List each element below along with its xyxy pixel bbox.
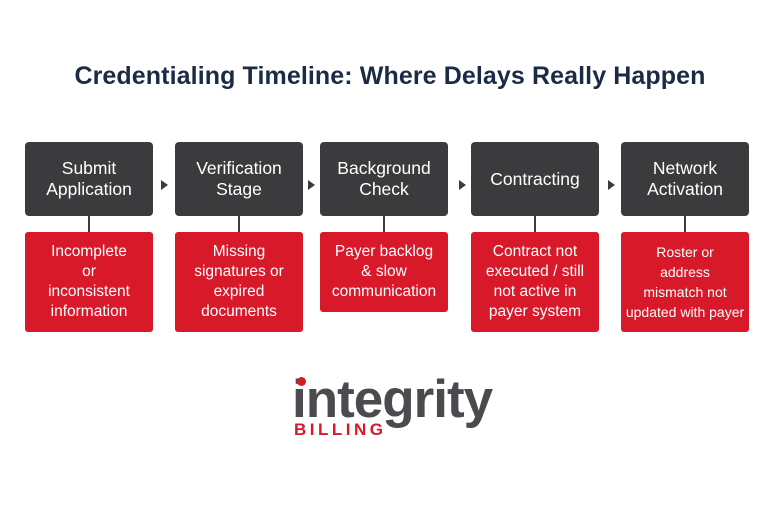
arrow-right-icon (161, 180, 168, 190)
delay-submit-application: Incomplete or inconsistent information (25, 232, 153, 332)
stage-connector (238, 216, 240, 232)
stage-verification: Verification Stage (175, 142, 303, 216)
delay-contracting: Contract not executed / still not active… (471, 232, 599, 332)
diagram-title: Credentialing Timeline: Where Delays Rea… (74, 62, 706, 90)
delay-verification: Missing signatures or expired documents (175, 232, 303, 332)
arrow-right-icon (308, 180, 315, 190)
stage-background-check: Background Check (320, 142, 448, 216)
stage-connector (383, 216, 385, 232)
stage-connector (684, 216, 686, 232)
logo-wordmark: integrity (292, 370, 493, 429)
logo-dot-icon (297, 377, 306, 386)
stage-contracting: Contracting (471, 142, 599, 216)
delay-network-activation: Roster or address mismatch not updated w… (621, 232, 749, 332)
stage-network-activation: Network Activation (621, 142, 749, 216)
stage-connector (534, 216, 536, 232)
stage-submit-application: Submit Application (25, 142, 153, 216)
logo-subtitle: BILLING (294, 420, 387, 439)
arrow-right-icon (459, 180, 466, 190)
arrow-right-icon (608, 180, 615, 190)
stage-connector (88, 216, 90, 232)
delay-background-check: Payer backlog & slow communication (320, 232, 448, 312)
